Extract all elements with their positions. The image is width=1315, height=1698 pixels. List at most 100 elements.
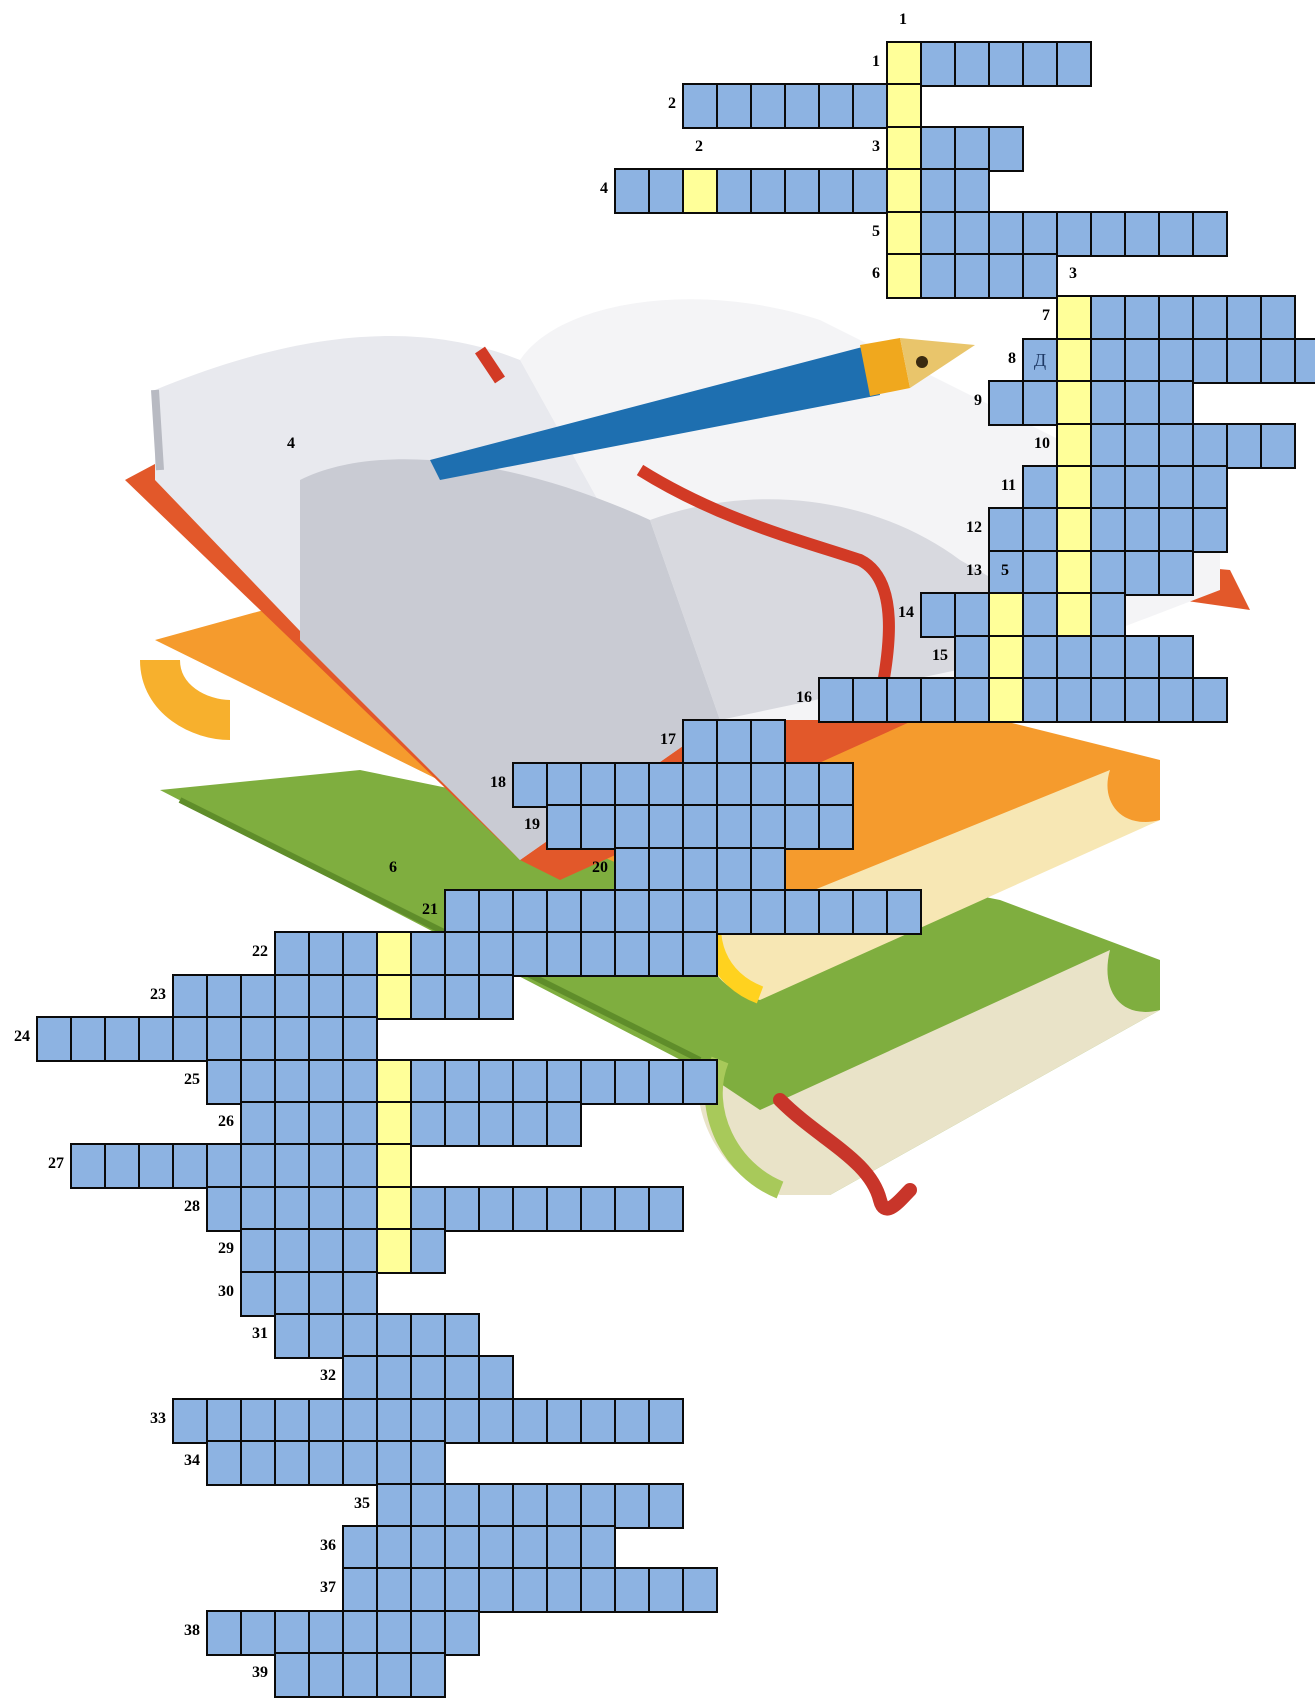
answer-cell[interactable]	[1022, 41, 1058, 87]
answer-cell[interactable]	[104, 1143, 140, 1190]
answer-cell[interactable]	[1090, 634, 1126, 681]
answer-cell[interactable]	[852, 889, 888, 935]
answer-cell[interactable]	[308, 1185, 344, 1232]
answer-cell[interactable]	[1294, 337, 1315, 384]
answer-cell[interactable]	[1124, 465, 1160, 511]
answer-cell[interactable]	[240, 1228, 276, 1275]
answer-cell[interactable]	[682, 761, 718, 808]
answer-cell[interactable]	[342, 1228, 378, 1275]
answer-cell[interactable]	[1124, 422, 1160, 469]
answer-cell[interactable]	[274, 1228, 310, 1275]
answer-cell[interactable]	[920, 168, 956, 215]
answer-cell[interactable]	[682, 719, 718, 766]
keyword-cell[interactable]	[376, 1058, 412, 1105]
answer-cell[interactable]	[580, 804, 616, 851]
answer-cell[interactable]	[648, 1185, 684, 1232]
answer-cell[interactable]	[104, 1016, 140, 1063]
answer-cell[interactable]	[648, 1567, 684, 1614]
answer-cell[interactable]	[240, 1058, 276, 1105]
answer-cell[interactable]	[580, 1525, 616, 1571]
answer-cell[interactable]	[410, 1185, 446, 1232]
answer-cell[interactable]	[478, 1185, 514, 1232]
answer-cell[interactable]	[920, 210, 956, 257]
answer-cell[interactable]	[1124, 507, 1160, 554]
answer-cell[interactable]	[444, 1609, 480, 1656]
answer-cell[interactable]	[852, 83, 888, 130]
answer-cell[interactable]	[512, 761, 548, 808]
keyword-cell[interactable]	[682, 168, 718, 215]
keyword-cell[interactable]	[376, 1101, 412, 1147]
answer-cell[interactable]	[376, 1652, 412, 1698]
answer-cell[interactable]	[614, 168, 650, 215]
answer-cell[interactable]	[1056, 677, 1092, 723]
answer-cell[interactable]	[546, 1482, 582, 1529]
answer-cell[interactable]	[410, 1482, 446, 1529]
answer-cell[interactable]	[240, 973, 276, 1020]
answer-cell[interactable]	[1192, 422, 1228, 469]
answer-cell[interactable]	[376, 1482, 412, 1529]
answer-cell[interactable]	[682, 931, 718, 978]
answer-cell[interactable]	[716, 761, 752, 808]
answer-cell[interactable]	[172, 973, 208, 1020]
answer-cell[interactable]	[1158, 465, 1194, 511]
answer-cell[interactable]	[1192, 507, 1228, 554]
answer-cell[interactable]	[1192, 465, 1228, 511]
answer-cell[interactable]	[410, 1058, 446, 1105]
answer-cell[interactable]	[206, 1609, 242, 1656]
answer-cell[interactable]	[954, 168, 990, 215]
keyword-cell[interactable]	[988, 592, 1024, 639]
answer-cell[interactable]	[954, 677, 990, 723]
answer-cell[interactable]	[172, 1016, 208, 1063]
answer-cell[interactable]	[478, 1482, 514, 1529]
keyword-cell[interactable]	[1056, 549, 1092, 596]
answer-cell[interactable]	[376, 1525, 412, 1571]
answer-cell[interactable]	[274, 1016, 310, 1063]
answer-cell[interactable]	[1022, 549, 1058, 596]
answer-cell[interactable]	[1090, 677, 1126, 723]
answer-cell[interactable]	[342, 1652, 378, 1698]
answer-cell[interactable]	[818, 761, 854, 808]
keyword-cell[interactable]	[1056, 592, 1092, 639]
answer-cell[interactable]	[546, 761, 582, 808]
answer-cell[interactable]	[478, 1355, 514, 1402]
answer-cell[interactable]	[308, 1440, 344, 1487]
keyword-cell[interactable]	[1056, 465, 1092, 511]
answer-cell[interactable]	[342, 1270, 378, 1317]
answer-cell[interactable]	[274, 1058, 310, 1105]
answer-cell[interactable]	[1158, 677, 1194, 723]
answer-cell[interactable]	[138, 1143, 174, 1190]
answer-cell[interactable]	[988, 41, 1024, 87]
answer-cell[interactable]	[614, 1397, 650, 1444]
answer-cell[interactable]	[206, 1058, 242, 1105]
answer-cell[interactable]	[546, 1567, 582, 1614]
answer-cell[interactable]	[206, 1397, 242, 1444]
answer-cell[interactable]	[1124, 210, 1160, 257]
answer-cell[interactable]	[580, 889, 616, 935]
keyword-cell[interactable]	[1056, 422, 1092, 469]
answer-cell[interactable]	[240, 1143, 276, 1190]
answer-cell[interactable]	[614, 1185, 650, 1232]
answer-cell[interactable]	[342, 1016, 378, 1063]
answer-cell[interactable]	[988, 210, 1024, 257]
answer-cell[interactable]	[682, 804, 718, 851]
answer-cell[interactable]	[240, 1185, 276, 1232]
answer-cell[interactable]	[512, 1185, 548, 1232]
answer-cell[interactable]	[70, 1143, 106, 1190]
answer-cell[interactable]	[172, 1143, 208, 1190]
answer-cell[interactable]	[1124, 634, 1160, 681]
answer-cell[interactable]	[580, 1058, 616, 1105]
answer-cell[interactable]	[648, 889, 684, 935]
answer-cell[interactable]	[308, 1652, 344, 1698]
answer-cell[interactable]	[308, 1228, 344, 1275]
answer-cell[interactable]	[478, 889, 514, 935]
answer-cell[interactable]	[342, 1397, 378, 1444]
answer-cell[interactable]	[954, 125, 990, 172]
answer-cell[interactable]	[1124, 677, 1160, 723]
answer-cell[interactable]	[750, 719, 786, 766]
keyword-cell[interactable]	[886, 168, 922, 215]
answer-cell[interactable]	[750, 889, 786, 935]
answer-cell[interactable]	[444, 1101, 480, 1147]
answer-cell[interactable]	[954, 41, 990, 87]
answer-cell[interactable]	[308, 1313, 344, 1359]
answer-cell[interactable]	[206, 973, 242, 1020]
